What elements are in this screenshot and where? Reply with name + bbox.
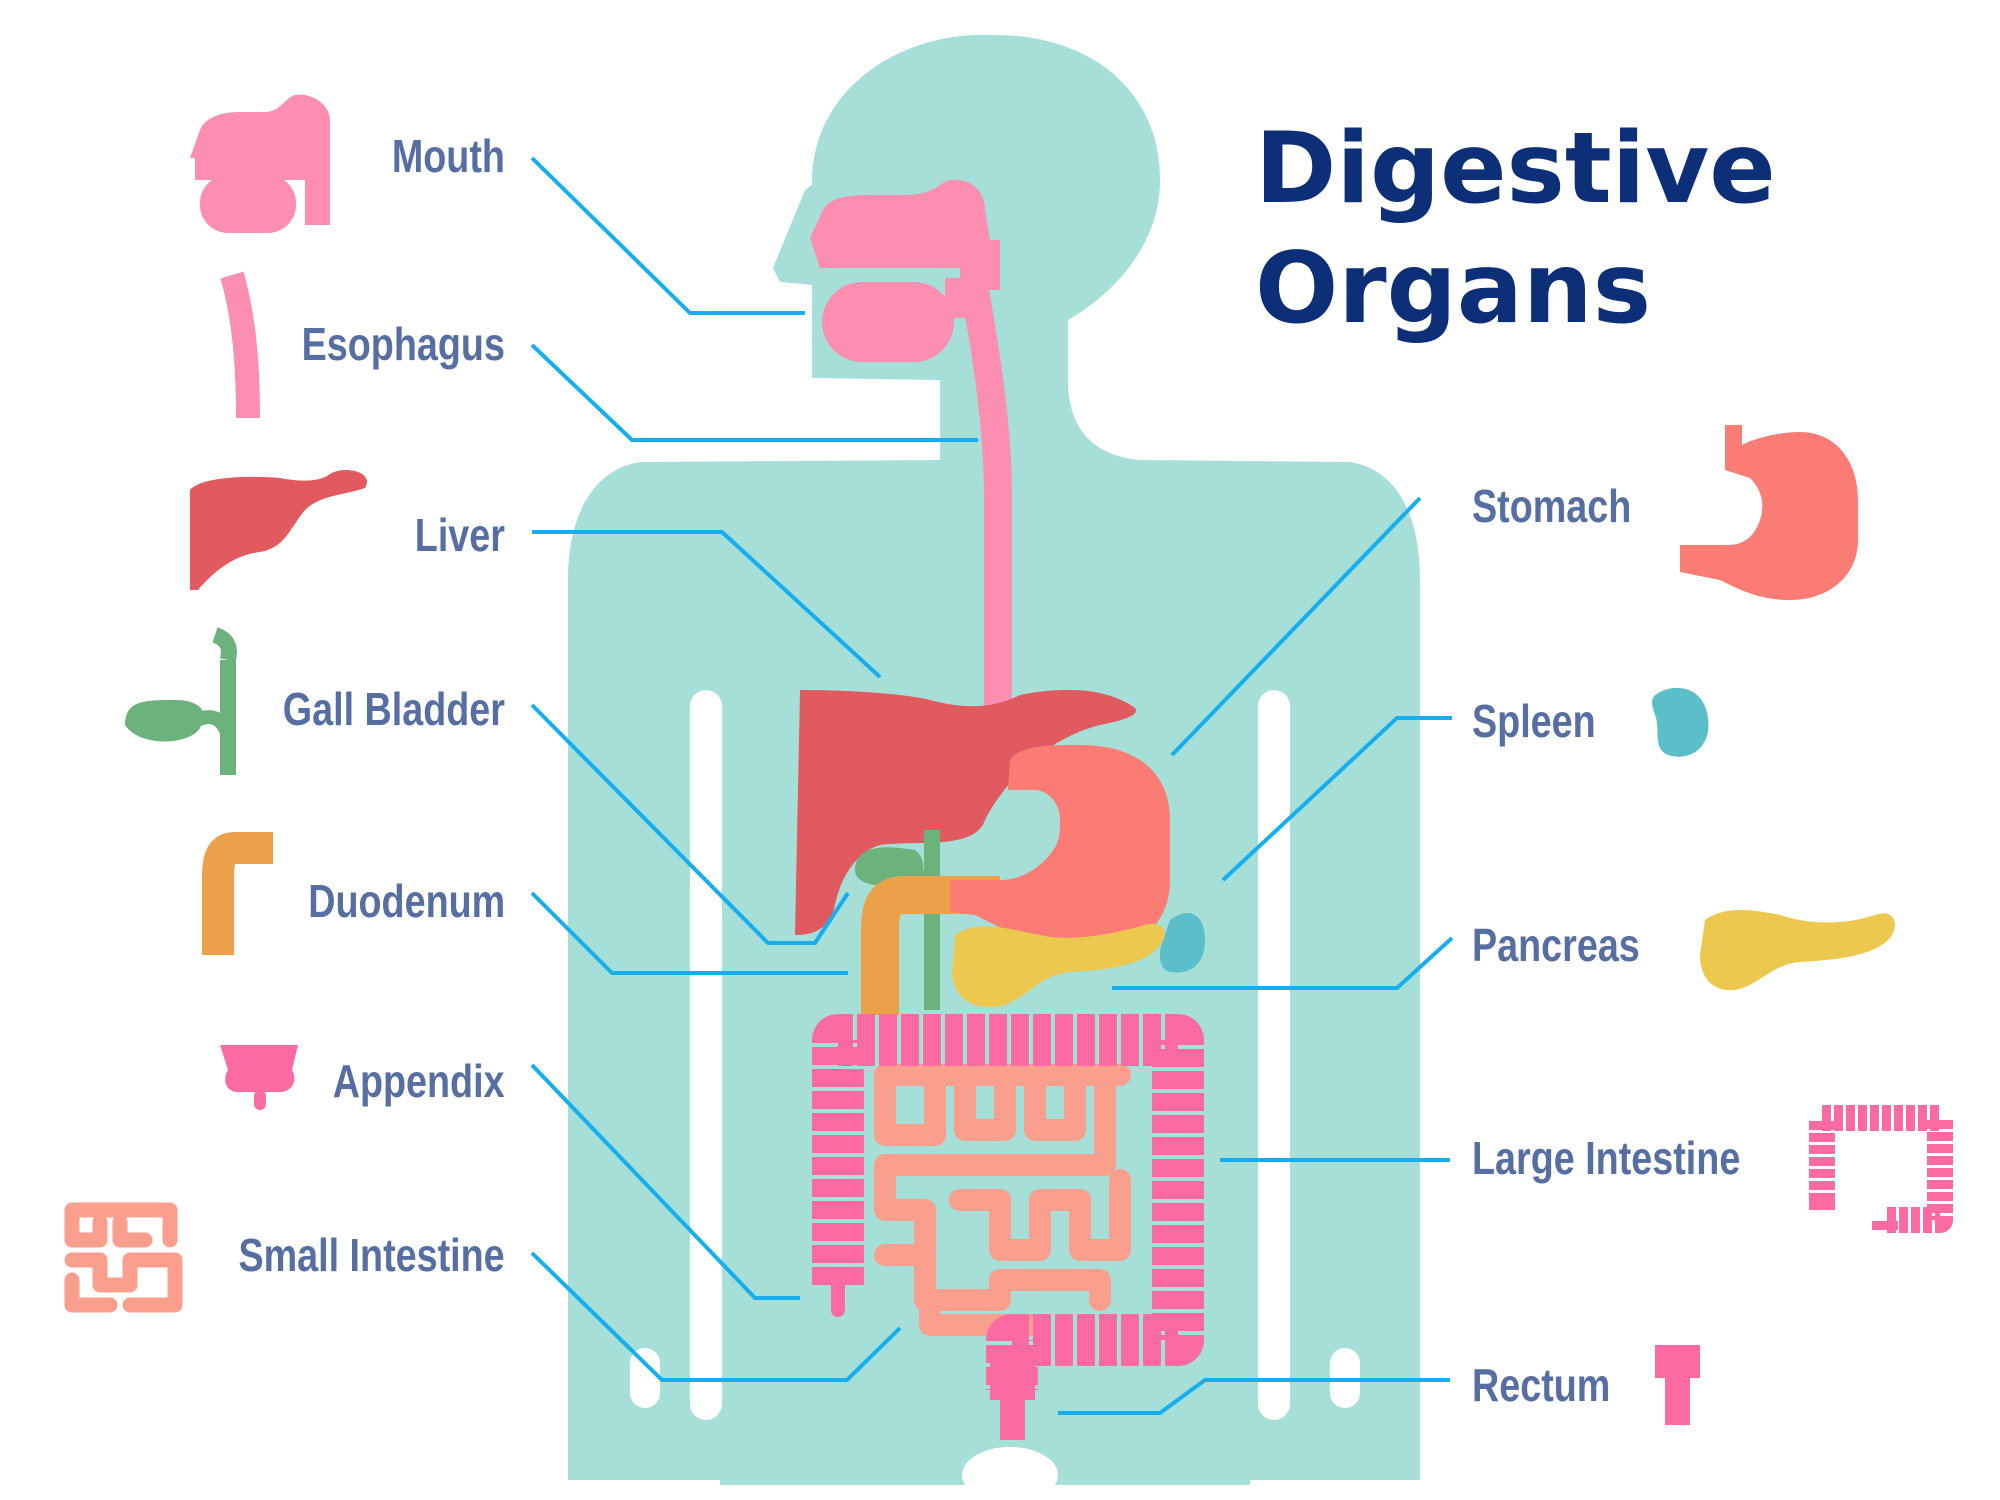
pancreas-icon (1700, 910, 1895, 991)
label-large-intestine: Large Intestine (1472, 1132, 1741, 1184)
leader-mouth (530, 156, 805, 315)
label-stomach: Stomach (1472, 480, 1632, 532)
leader-lines (530, 156, 1454, 1415)
label-gall-bladder: Gall Bladder (282, 683, 505, 735)
label-mouth: Mouth (391, 130, 505, 182)
esophagus-icon (220, 271, 260, 419)
leader-duodenum (530, 891, 848, 975)
label-appendix: Appendix (333, 1055, 505, 1107)
duodenum-icon (202, 832, 273, 955)
leader-spleen (1221, 716, 1452, 882)
label-duodenum: Duodenum (308, 875, 505, 927)
esophagus-organ (961, 287, 1012, 715)
small-intestine-organ (874, 1064, 1131, 1336)
leader-stomach (1170, 496, 1422, 757)
rectum-icon (1655, 1345, 1700, 1425)
mouth-icon (190, 94, 330, 233)
gall-bladder-icon (125, 627, 237, 775)
label-small-intestine: Small Intestine (238, 1229, 505, 1281)
pancreas-organ (952, 924, 1165, 1007)
label-spleen: Spleen (1472, 695, 1596, 747)
label-pancreas: Pancreas (1472, 919, 1640, 971)
leader-rectum (1058, 1378, 1450, 1415)
spleen-icon (1652, 687, 1709, 757)
stomach-organ (950, 745, 1170, 955)
appendix-icon (220, 1045, 298, 1110)
duodenum-organ (861, 876, 1000, 1015)
large-intestine-organ (812, 1014, 1204, 1390)
leader-liver (532, 530, 882, 679)
title-line-1: Digestive (1255, 112, 1776, 226)
small-intestine-icon (64, 1202, 183, 1313)
large-intestine-icon (1809, 1105, 1953, 1233)
spleen-organ (1160, 912, 1205, 973)
diagram-title: Digestive Organs (1255, 110, 1776, 349)
label-rectum: Rectum (1472, 1359, 1611, 1411)
rectum-organ (990, 1360, 1035, 1440)
liver-organ (795, 689, 1136, 935)
liver-icon (190, 470, 367, 590)
leader-pancreas (1112, 936, 1454, 990)
label-esophagus: Esophagus (301, 318, 505, 370)
mouth-organ (810, 179, 1000, 362)
leader-appendix (530, 1063, 800, 1300)
stomach-icon (1680, 425, 1858, 600)
leader-esophagus (530, 343, 978, 442)
leader-small-intestine (530, 1251, 902, 1382)
label-liver: Liver (414, 509, 505, 561)
title-line-2: Organs (1255, 231, 1652, 346)
leader-gall-bladder (530, 703, 850, 945)
